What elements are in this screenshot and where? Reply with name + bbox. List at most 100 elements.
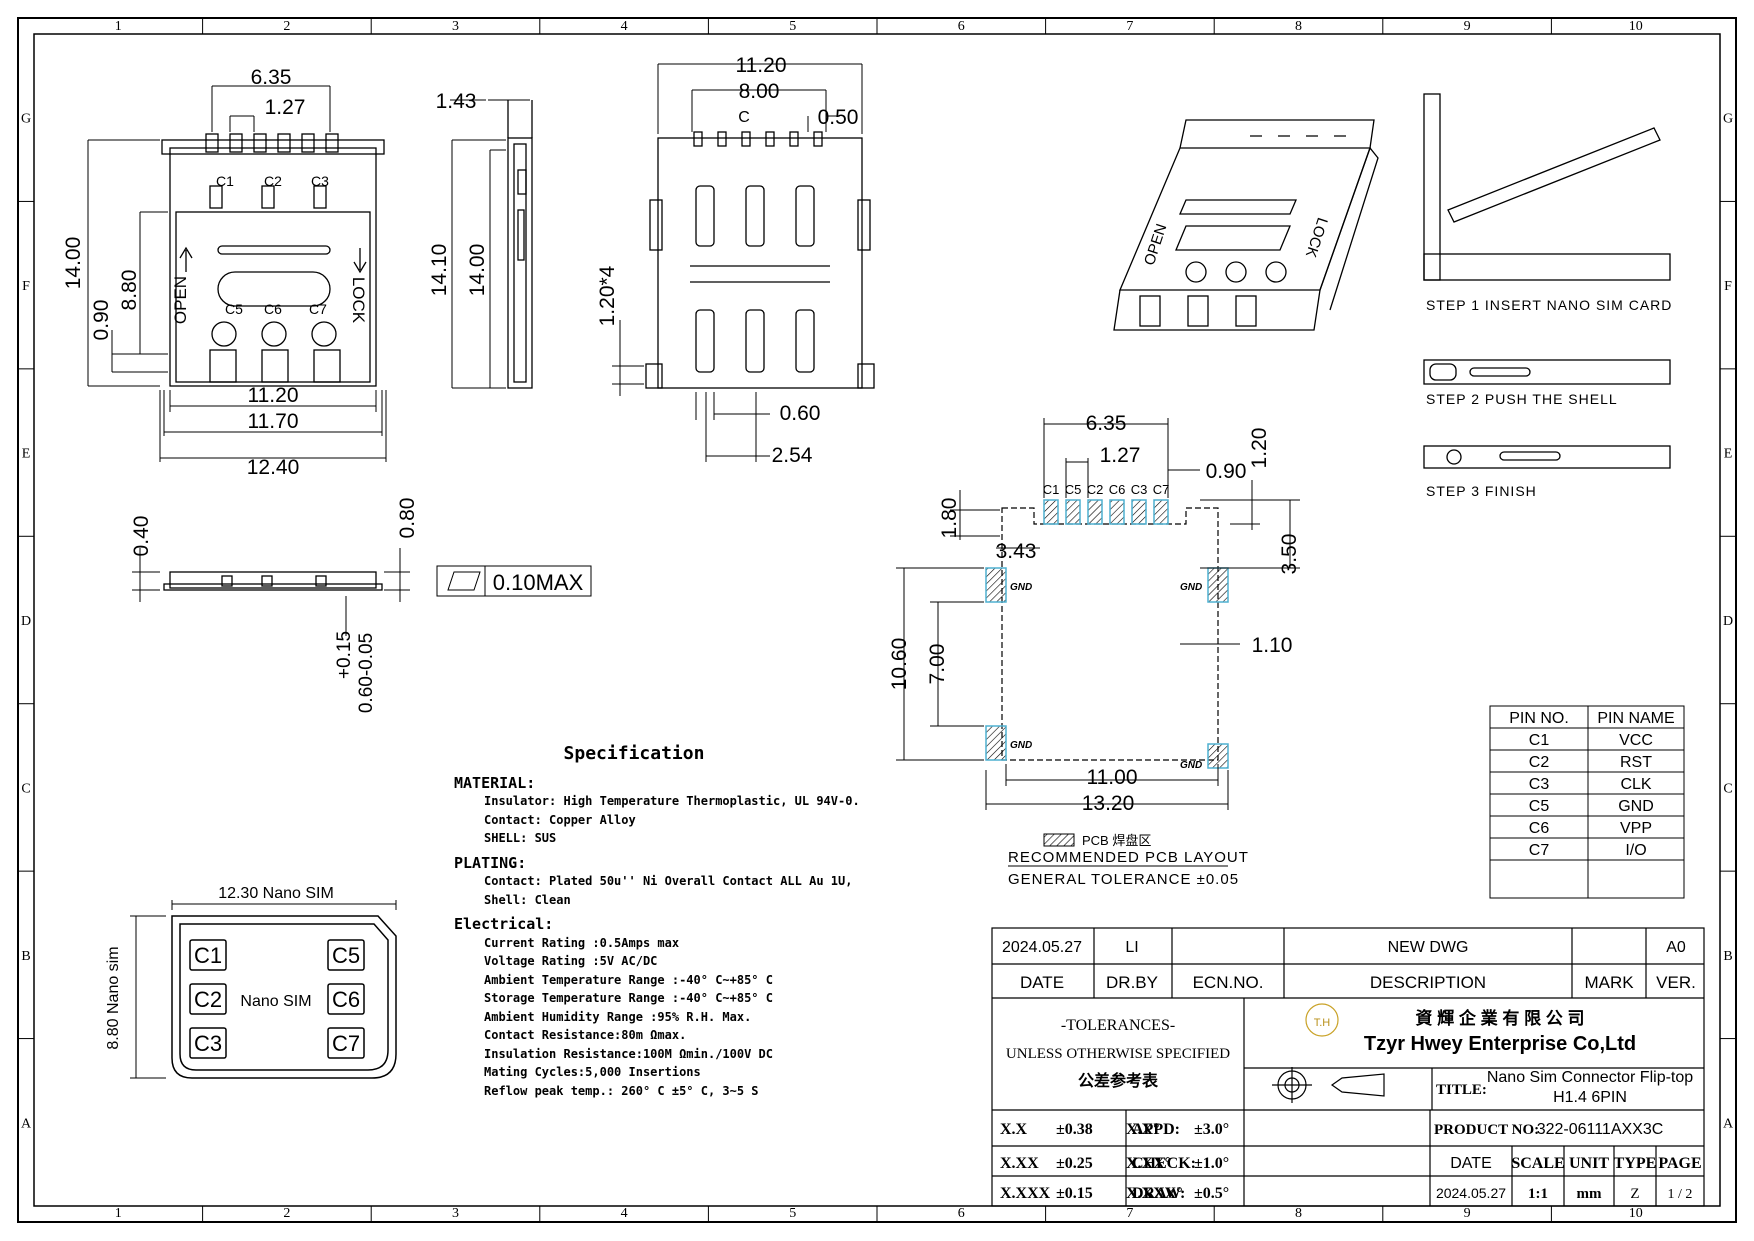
dim-label: 1.43 bbox=[436, 90, 477, 113]
side-view-dims bbox=[450, 99, 530, 389]
profile-view bbox=[163, 571, 383, 591]
dim-label: 1.20 bbox=[1248, 428, 1271, 469]
dim-label: 11.00 bbox=[1087, 766, 1138, 789]
zone-col-label: 6 bbox=[958, 19, 965, 34]
gnd-label: GND bbox=[1010, 740, 1032, 751]
dim-label: 3.43 bbox=[996, 540, 1037, 563]
field-type: TYPE bbox=[1614, 1155, 1657, 1172]
spec-line: Reflow peak temp.: 260° C ±5° C, 3~5 S bbox=[484, 1083, 759, 1098]
pin-table-cell: RST bbox=[1620, 754, 1652, 771]
spec-line: Contact: Copper Alloy bbox=[484, 812, 636, 827]
value-scale: 1:1 bbox=[1528, 1186, 1548, 1202]
spec-electrical: Electrical: bbox=[454, 915, 554, 933]
lock-label: LOCK bbox=[1302, 215, 1331, 259]
zone-col-label: 1 bbox=[115, 1206, 122, 1221]
zone-col-label: 4 bbox=[621, 19, 628, 34]
c-label: C bbox=[738, 109, 750, 126]
spec-line: Ambient Temperature Range :-40° C~+85° C bbox=[484, 972, 773, 987]
title-value: H1.4 6PIN bbox=[1553, 1089, 1627, 1106]
dim-label: 12.30 Nano SIM bbox=[218, 885, 334, 902]
dim-label: 3.50 bbox=[1278, 534, 1301, 575]
gnd-label: GND bbox=[1180, 760, 1202, 771]
spec-line: Ambient Humidity Range :95% R.H. Max. bbox=[484, 1009, 752, 1024]
pin-table-cell: C1 bbox=[1529, 732, 1550, 749]
pin-table-cell: VPP bbox=[1620, 820, 1652, 837]
value-date: 2024.05.27 bbox=[1436, 1185, 1506, 1201]
header-drby: DR.BY bbox=[1106, 973, 1158, 992]
spec-line: Shell: Clean bbox=[484, 892, 571, 907]
header-ecn: ECN.NO. bbox=[1193, 973, 1264, 992]
zone-col-label: 2 bbox=[283, 1206, 290, 1221]
spec-line: Current Rating :0.5Amps max bbox=[484, 935, 680, 950]
top-view-text: C1 C2 C3 C5 C6 C7 OPEN LOCK bbox=[171, 173, 368, 324]
pin-label: C1 bbox=[194, 943, 222, 968]
tolerance-cell: X.X° bbox=[1126, 1121, 1160, 1138]
zone-row-label: E bbox=[22, 447, 31, 462]
pin-label: C6 bbox=[1109, 482, 1126, 497]
appd-label: APPD: bbox=[1132, 1121, 1180, 1138]
dim-label: 0.90 bbox=[90, 300, 113, 341]
tolerance-cell: X.XXX° bbox=[1126, 1185, 1183, 1202]
zone-row-label: G bbox=[1723, 112, 1733, 127]
pin-label: C2 bbox=[264, 173, 282, 189]
pin-label: C3 bbox=[194, 1031, 222, 1056]
pin-table-cell: GND bbox=[1618, 798, 1654, 815]
pin-label: C7 bbox=[1153, 482, 1170, 497]
zone-row-label: D bbox=[1723, 614, 1733, 629]
pin-table-cell: C3 bbox=[1529, 776, 1550, 793]
pin-table-cell: C6 bbox=[1529, 820, 1550, 837]
dim-label: 6.35 bbox=[251, 66, 292, 89]
zone-row-label: F bbox=[22, 279, 30, 294]
spec-title: Specification bbox=[563, 743, 705, 764]
title-block bbox=[991, 927, 1705, 1207]
zone-col-label: 4 bbox=[621, 1206, 628, 1221]
pin-label: C1 bbox=[1043, 482, 1060, 497]
zone-col-label: 5 bbox=[789, 19, 796, 34]
specification-block: Specification MATERIAL: Insulator: High … bbox=[454, 743, 914, 1100]
pin-label: C5 bbox=[225, 301, 243, 317]
dim-label: 11.20 bbox=[736, 54, 787, 77]
pin-table-cell: C7 bbox=[1529, 842, 1550, 859]
tolerance-cell: ±1.0° bbox=[1194, 1155, 1229, 1172]
zone-row-label: C bbox=[21, 781, 30, 796]
pin-table-cell: CLK bbox=[1620, 776, 1651, 793]
zone-row-label: G bbox=[21, 112, 31, 127]
pin-label: C1 bbox=[216, 173, 234, 189]
title-label: TITLE: bbox=[1436, 1082, 1487, 1098]
tolerance-cell: X.X bbox=[1000, 1121, 1028, 1138]
dim-label: 1.27 bbox=[1100, 444, 1141, 467]
step-label: STEP 1 INSERT NANO SIM CARD bbox=[1426, 297, 1672, 313]
rev-by: LI bbox=[1125, 939, 1138, 956]
pcb-pin-labels: C1 C5 C2 C6 C3 C7 bbox=[1043, 482, 1170, 497]
dim-label: 14.00 bbox=[466, 244, 489, 297]
zone-col-label: 8 bbox=[1295, 1206, 1302, 1221]
pin-table-cell: C2 bbox=[1529, 754, 1550, 771]
spec-line: Storage Temperature Range :-40° C~+85° C bbox=[484, 991, 773, 1005]
pcb-title: RECOMMENDED PCB LAYOUT bbox=[1008, 849, 1249, 866]
zone-col-label: 1 bbox=[115, 19, 122, 34]
product-number: 322-06111AXX3C bbox=[1537, 1121, 1664, 1138]
zone-row-label: F bbox=[1724, 279, 1732, 294]
tolerance-cell: X.XXX bbox=[1000, 1185, 1051, 1202]
pin-table bbox=[1489, 705, 1685, 899]
dim-label: 14.10 bbox=[428, 244, 451, 297]
dim-label: 7.00 bbox=[926, 644, 949, 685]
pin-label: C2 bbox=[1087, 482, 1104, 497]
nano-sim bbox=[130, 900, 397, 1079]
pin-label: C7 bbox=[309, 301, 327, 317]
bottom-view-dim-text: 11.20 8.00 0.50 C 1.20*4 0.60 2.54 bbox=[596, 54, 858, 467]
pin-label: C3 bbox=[311, 173, 329, 189]
pin-table-cell: C5 bbox=[1529, 798, 1550, 815]
lock-label: LOCK bbox=[349, 277, 368, 324]
tolerance-cell: ±0.25 bbox=[1056, 1155, 1093, 1172]
tolerance-cell: X.XX° bbox=[1126, 1155, 1171, 1172]
zone-col-label: 9 bbox=[1464, 19, 1471, 34]
gnd-label: GND bbox=[1180, 582, 1202, 593]
pcb-tolerance: GENERAL TOLERANCE ±0.05 bbox=[1008, 871, 1239, 888]
spec-line: SHELL: SUS bbox=[484, 831, 557, 845]
tolerance-cell: X.XX bbox=[1000, 1155, 1039, 1172]
pcb-legend: PCB 焊盘区 bbox=[1082, 833, 1151, 848]
